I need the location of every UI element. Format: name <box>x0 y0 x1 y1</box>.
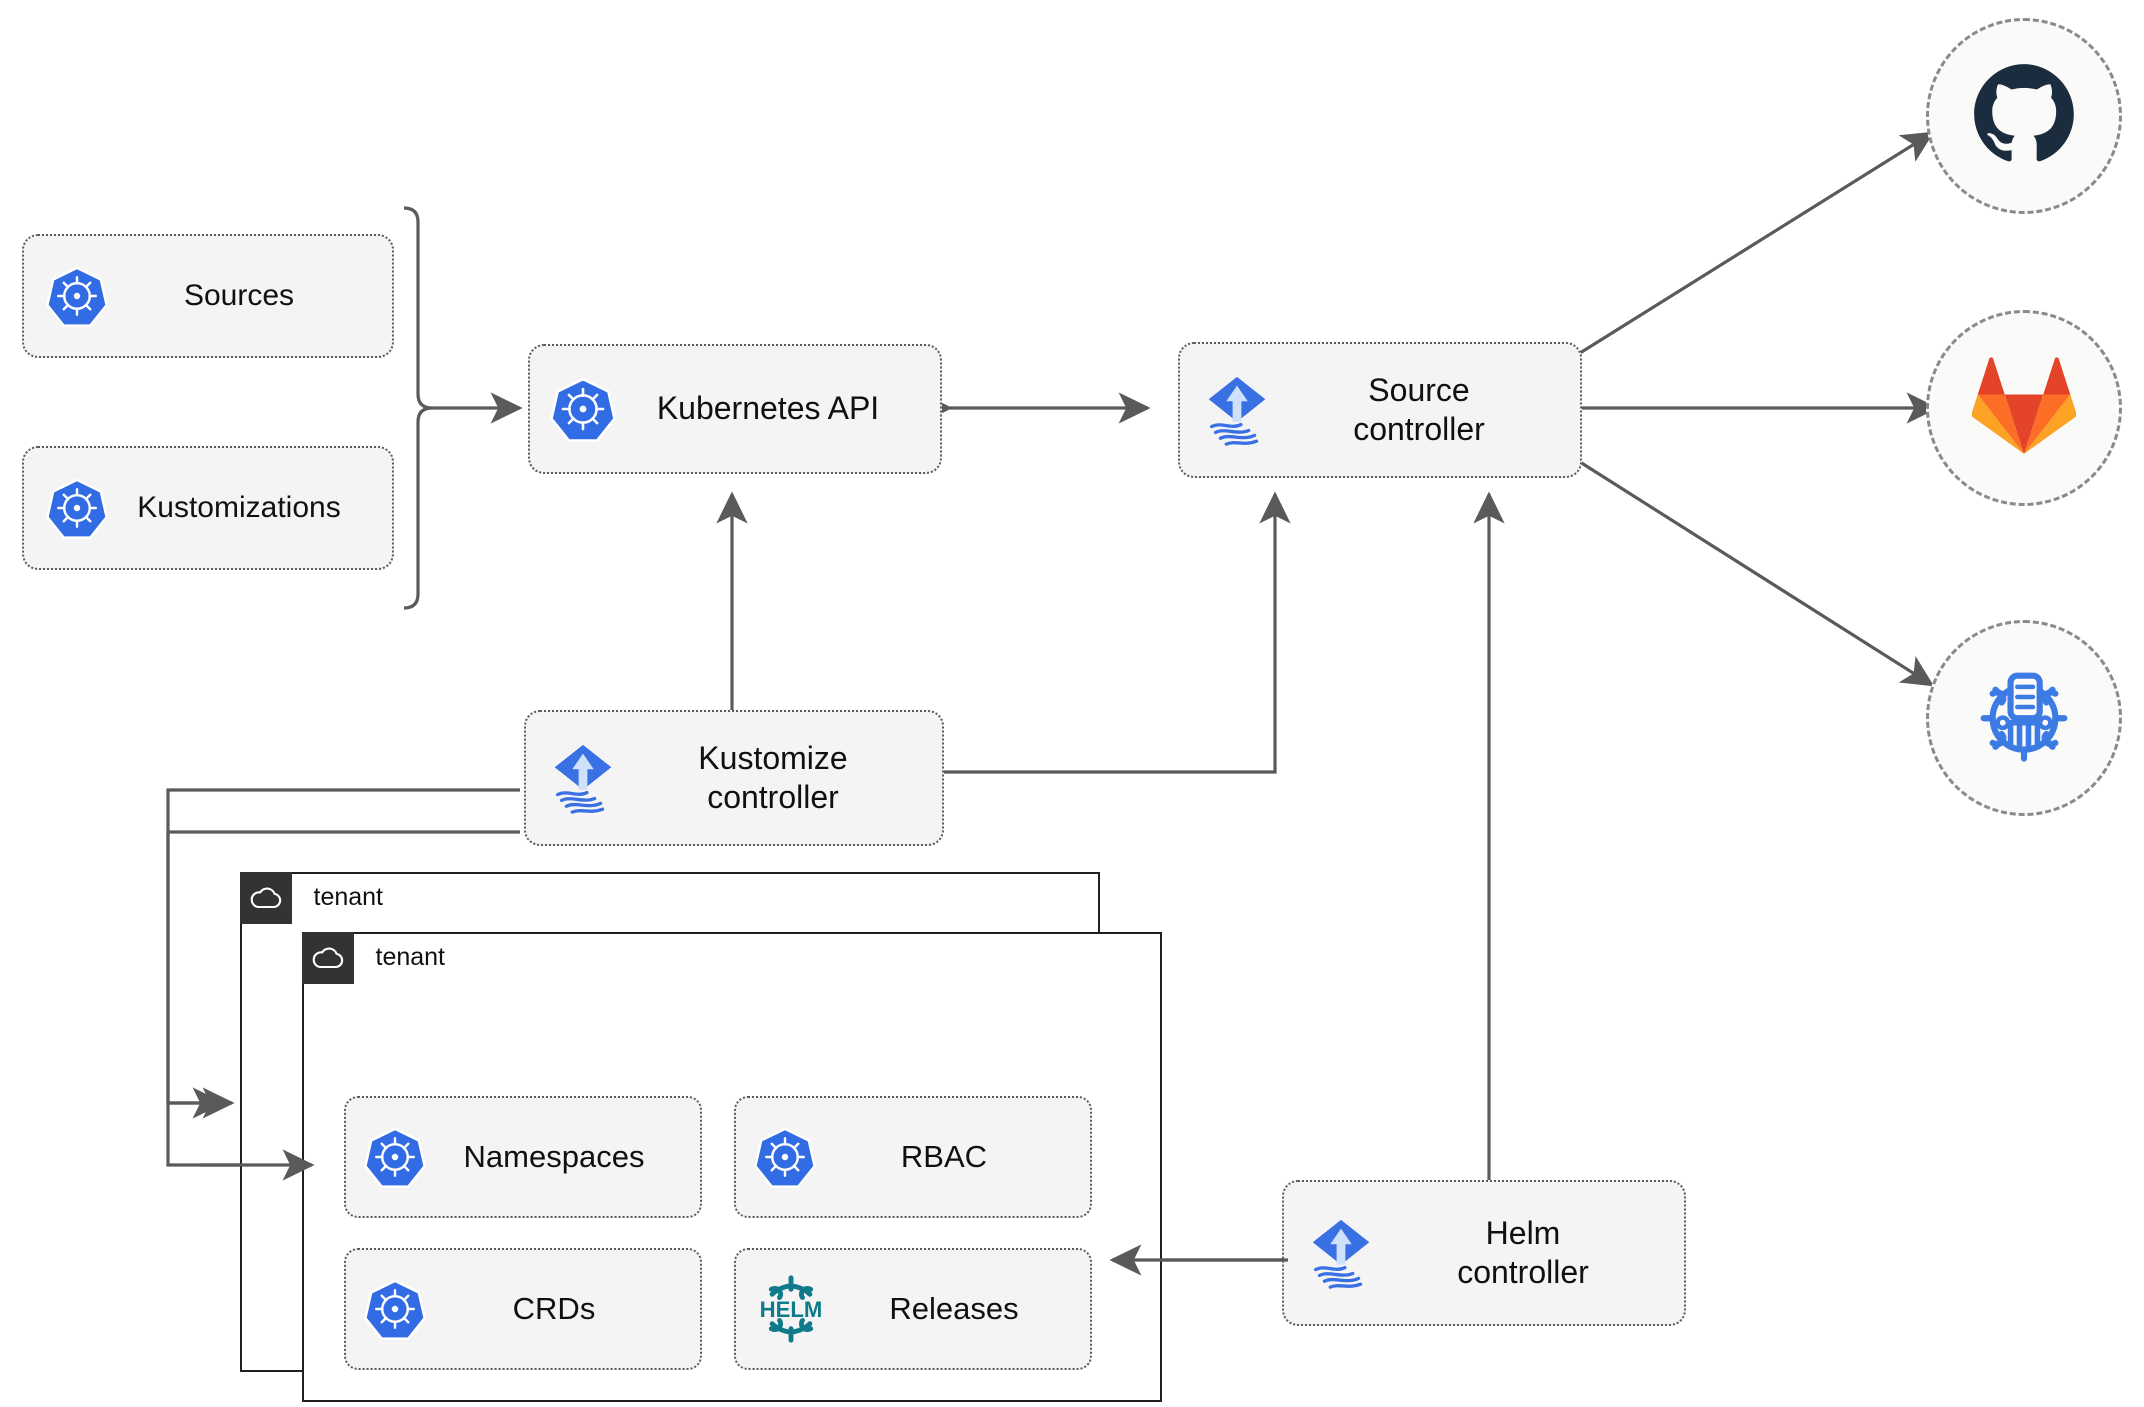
flux-icon <box>1198 371 1276 449</box>
svg-text:HELM: HELM <box>760 1297 823 1322</box>
helm-repository-icon <box>1968 660 2080 777</box>
node-source-controller-label: Source controller <box>1353 371 1485 447</box>
kubernetes-icon <box>754 1126 816 1188</box>
tenant-back-label: tenant <box>313 883 384 911</box>
node-kustomizations-label: Kustomizations <box>137 490 341 524</box>
edge-kustomize-to-source <box>944 491 1291 774</box>
gitlab-icon <box>1971 354 2077 463</box>
kubernetes-icon <box>46 477 108 539</box>
node-helm-controller-label: Helm controller <box>1457 1214 1589 1290</box>
tenant-back-header: tenant <box>239 871 384 924</box>
provider-gitlab[interactable] <box>1926 310 2122 506</box>
tenant-front-body: Namespaces <box>304 986 1160 1400</box>
kubernetes-icon <box>46 265 108 327</box>
node-helm-controller[interactable]: Helm controller <box>1282 1180 1686 1326</box>
github-icon <box>1972 62 2076 171</box>
cell-crds[interactable]: CRDs <box>344 1248 702 1370</box>
node-source-controller[interactable]: Source controller <box>1178 342 1582 478</box>
cell-rbac-label: RBAC <box>900 1139 988 1174</box>
cloud-icon <box>239 871 292 924</box>
cell-releases[interactable]: HELM Releases <box>734 1248 1092 1370</box>
edge-source-to-github <box>1579 131 1935 355</box>
flux-icon <box>544 739 622 817</box>
cell-crds-label: CRDs <box>512 1291 596 1326</box>
edge-source-to-helm-repository <box>1579 460 1935 687</box>
tenant-front-label: tenant <box>375 943 446 971</box>
cell-rbac[interactable]: RBAC <box>734 1096 1092 1218</box>
node-kustomizations[interactable]: Kustomizations <box>22 446 394 570</box>
tenant-container-front[interactable]: tenant <box>301 931 1162 1402</box>
node-sources-label: Sources <box>183 278 295 312</box>
helm-logo-icon: HELM <box>750 1268 832 1350</box>
cell-namespaces[interactable]: Namespaces <box>344 1096 702 1218</box>
cell-releases-label: Releases <box>889 1291 1019 1326</box>
kubernetes-icon <box>364 1278 426 1340</box>
node-kustomize-controller-label: Kustomize controller <box>698 739 848 815</box>
cloud-icon <box>301 931 354 984</box>
cell-namespaces-label: Namespaces <box>463 1139 645 1174</box>
provider-github[interactable] <box>1926 18 2122 214</box>
flux-icon <box>1302 1214 1380 1292</box>
kubernetes-icon <box>550 376 616 442</box>
edge-group-bracket <box>403 206 433 610</box>
kubernetes-icon <box>364 1126 426 1188</box>
node-kustomize-controller[interactable]: Kustomize controller <box>524 710 944 846</box>
node-sources[interactable]: Sources <box>22 234 394 358</box>
node-kubernetes-api-label: Kubernetes API <box>656 390 880 427</box>
provider-helm-repository[interactable] <box>1926 620 2122 816</box>
tenant-front-header: tenant <box>301 931 446 984</box>
node-kubernetes-api[interactable]: Kubernetes API <box>528 344 942 474</box>
